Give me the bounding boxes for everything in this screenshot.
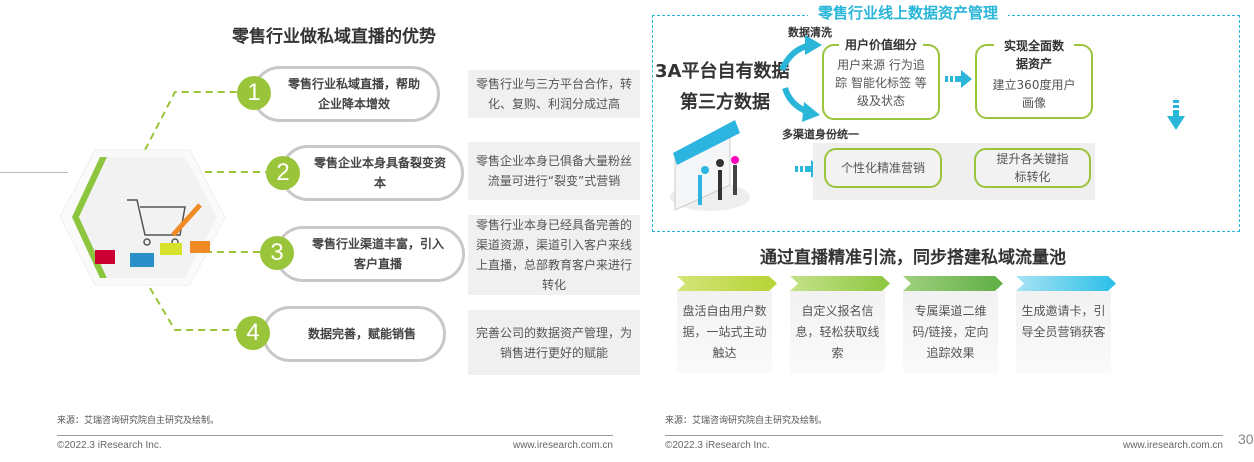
source-note: 来源：艾瑞咨询研究院自主研究及绘制。: [665, 416, 828, 426]
step-arrow: [1016, 276, 1116, 291]
step-arrow: [790, 276, 890, 291]
step-text: 盘活自由用户数据，一站式主动触达: [677, 291, 772, 373]
advantage-label: 零售行业私域直播，帮助企业降本增效: [252, 66, 440, 122]
page-number: 30: [1238, 431, 1254, 447]
copyright: ©2022.3 iResearch Inc.: [57, 440, 162, 451]
box-title: 用户价值细分: [838, 36, 923, 54]
advantage-label: 零售企业本身具备裂变资本: [280, 145, 464, 201]
data-source-own: 3A平台自有数据: [655, 61, 790, 82]
advantage-label: 零售行业渠道丰富，引入客户直播: [275, 226, 465, 282]
number-badge: 1: [237, 76, 271, 110]
number-badge: 4: [236, 316, 270, 350]
website-link[interactable]: www.iresearch.com.cn: [512, 440, 613, 451]
step-text: 生成邀请卡，引导全员营销获客: [1016, 291, 1111, 373]
advantage-description: 零售企业本身已俱备大量粉丝流量可进行“裂变”式营销: [468, 142, 640, 200]
advantage-description: 完善公司的数据资产管理，为销售进行更好的赋能: [468, 310, 640, 375]
footer-divider: [57, 435, 613, 436]
data-source-third-party: 第三方数据: [680, 92, 770, 113]
footer-divider: [665, 435, 1223, 436]
connector-lines: [144, 91, 270, 331]
full-data-asset-box: 实现全面数据资产 建立360度用户画像: [975, 37, 1093, 119]
website-link[interactable]: www.iresearch.com.cn: [1122, 440, 1223, 451]
number-badge: 3: [260, 236, 294, 270]
user-value-segment-box: 用户价值细分 用户来源 行为追踪 智能化标签 等级及状态: [822, 36, 940, 120]
divider: [0, 172, 68, 173]
retail-hexagon-image: [55, 145, 226, 290]
copyright: ©2022.3 iResearch Inc.: [665, 440, 770, 451]
left-title: 零售行业做私域直播的优势: [232, 27, 436, 47]
step-text: 专属渠道二维码/链接，定向追踪效果: [903, 291, 998, 373]
number-badge: 2: [266, 156, 300, 190]
step-text: 自定义报名信息，轻松获取线索: [790, 291, 885, 373]
advantage-description: 零售行业本身已经具备完善的渠道资源，渠道引入客户来线上直播，总部教育客户来进行转…: [468, 215, 640, 295]
box-body: 建立360度用户画像: [992, 78, 1076, 110]
box-title: 实现全面数据资产: [994, 37, 1074, 73]
panel-title: 零售行业线上数据资产管理: [808, 2, 1009, 23]
store-illustration: [665, 115, 765, 215]
kpi-conversion-box: 提升各关键指标转化: [974, 148, 1091, 188]
box-body: 用户来源 行为追踪 智能化标签 等级及状态: [835, 58, 927, 108]
step-arrow: [903, 276, 1003, 291]
advantage-label: 数据完善，赋能销售: [262, 306, 446, 362]
advantage-description: 零售行业与三方平台合作，转化、复购、利润分成过高: [468, 70, 640, 118]
data-cleaning-label: 数据清洗: [788, 26, 832, 39]
identity-unify-label: 多渠道身份统一: [782, 128, 859, 141]
personalized-marketing-box: 个性化精准营销: [824, 148, 942, 188]
section-title: 通过直播精准引流，同步搭建私域流量池: [760, 248, 1066, 268]
source-note: 来源：艾瑞咨询研究院自主研究及绘制。: [57, 416, 220, 426]
step-arrow: [677, 276, 777, 291]
